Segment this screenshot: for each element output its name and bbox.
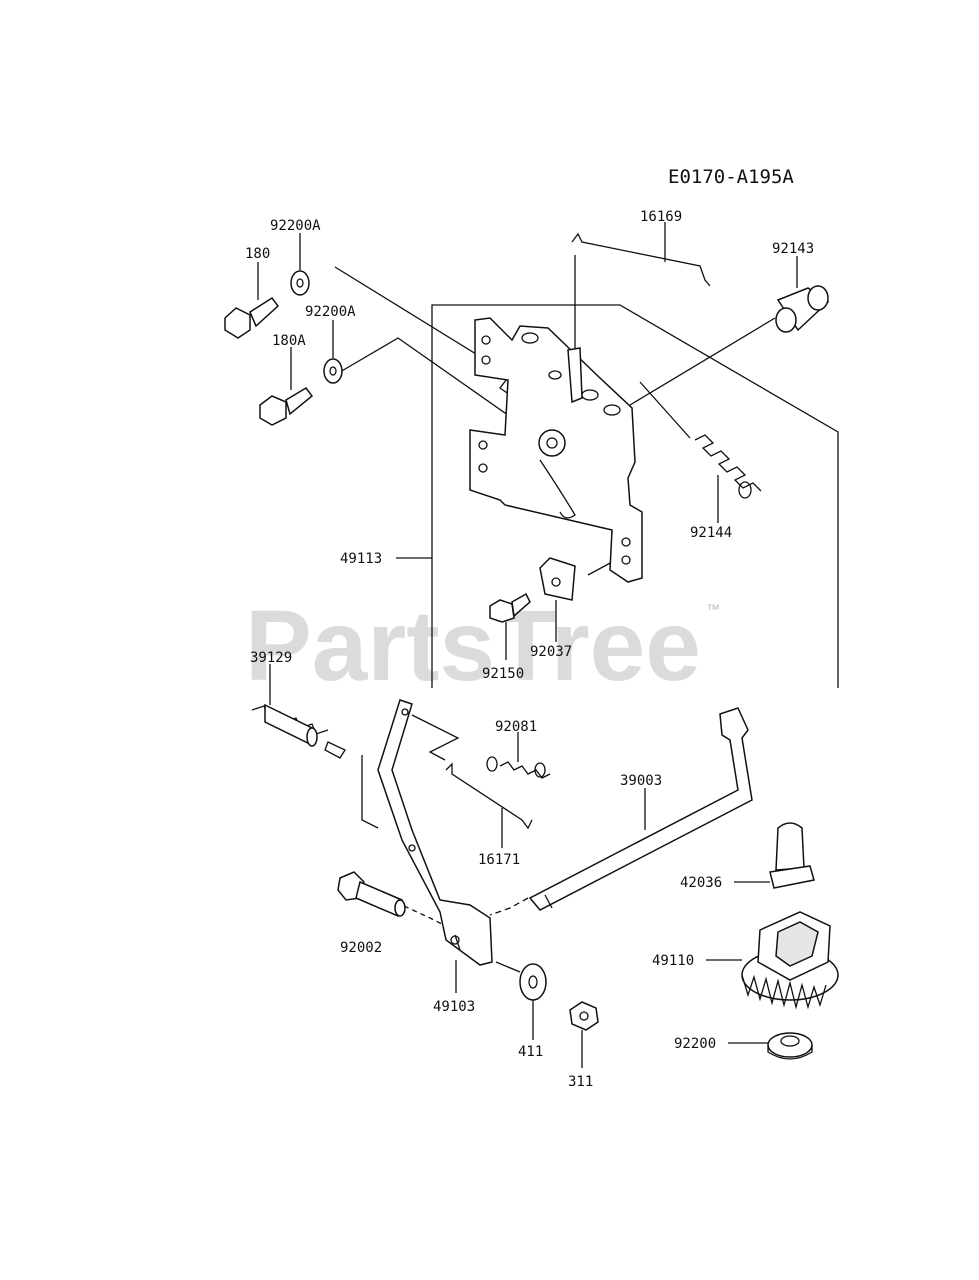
label-92144[interactable]: 92144	[690, 525, 732, 541]
label-92200[interactable]: 92200	[674, 1036, 716, 1052]
label-92200A-1[interactable]: 92200A	[270, 218, 321, 234]
part-49103-governor-lever[interactable]	[377, 699, 493, 966]
label-92150[interactable]: 92150	[482, 666, 524, 682]
part-411-washer[interactable]	[519, 963, 547, 1001]
part-49113-control-plate[interactable]	[469, 317, 643, 583]
label-180[interactable]: 180	[245, 246, 270, 262]
label-42036[interactable]: 42036	[680, 875, 722, 891]
part-92144-spring[interactable]	[694, 434, 762, 499]
label-92037[interactable]: 92037	[530, 644, 572, 660]
part-180-bolt[interactable]	[224, 296, 280, 339]
part-16171-rod[interactable]	[445, 762, 533, 830]
part-92150-bolt[interactable]	[489, 592, 531, 623]
part-16169-rod[interactable]	[571, 232, 711, 287]
part-42036-governor-cup[interactable]	[769, 822, 815, 889]
part-39129-spring[interactable]	[251, 703, 346, 759]
assembly-outline	[334, 255, 839, 688]
watermark-trademark: ™	[706, 601, 720, 617]
label-411[interactable]: 411	[518, 1044, 543, 1060]
watermark: PartsTree ™	[245, 590, 720, 702]
part-92143-collar[interactable]	[775, 285, 830, 333]
label-311[interactable]: 311	[568, 1074, 593, 1090]
label-92081[interactable]: 92081	[495, 719, 537, 735]
part-92037-clamp[interactable]	[539, 557, 576, 601]
label-16169[interactable]: 16169	[640, 209, 682, 225]
part-180A-bolt[interactable]	[259, 387, 314, 426]
watermark-text: PartsTree	[245, 590, 701, 702]
diagram-reference-code: E0170-A195A	[668, 166, 794, 188]
part-92200-washer[interactable]	[767, 1032, 813, 1060]
part-49110-gear[interactable]	[741, 911, 839, 1010]
label-39003[interactable]: 39003	[620, 773, 662, 789]
label-16171[interactable]: 16171	[478, 852, 520, 868]
label-49113[interactable]: 49113	[340, 551, 382, 567]
part-92200A-washer-1[interactable]	[290, 270, 310, 296]
part-92200A-washer-2[interactable]	[323, 358, 343, 384]
part-92081-spring[interactable]	[486, 756, 551, 779]
part-92002-bolt[interactable]	[337, 871, 406, 918]
label-92200A-2[interactable]: 92200A	[305, 304, 356, 320]
part-311-nut[interactable]	[569, 1001, 599, 1031]
label-92143[interactable]: 92143	[772, 241, 814, 257]
label-49110[interactable]: 49110	[652, 953, 694, 969]
label-49103[interactable]: 49103	[433, 999, 475, 1015]
label-39129[interactable]: 39129	[250, 650, 292, 666]
part-39003-shaft[interactable]	[528, 707, 753, 911]
lever-link-lines	[361, 714, 460, 829]
label-92002[interactable]: 92002	[340, 940, 382, 956]
label-180A[interactable]: 180A	[272, 333, 306, 349]
